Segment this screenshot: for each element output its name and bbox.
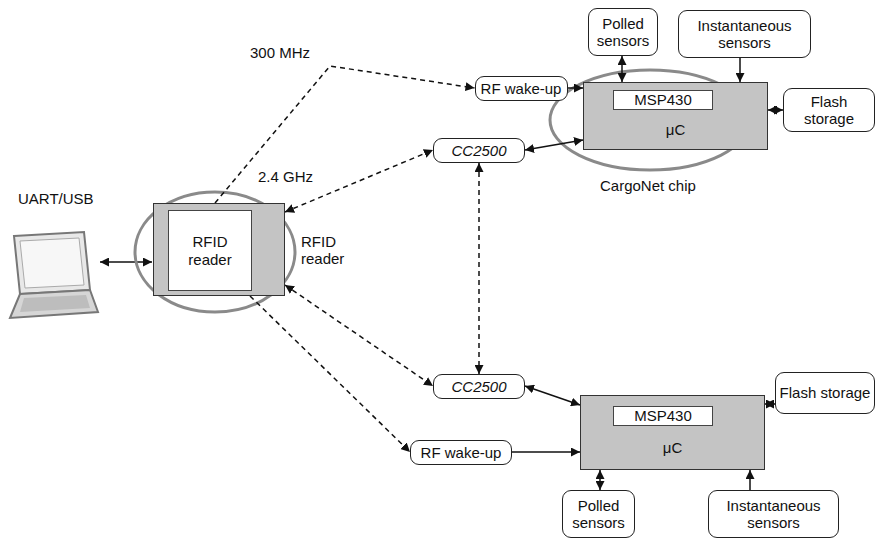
box-text: Flash storage bbox=[780, 384, 871, 401]
wakeup-box: RF wake-up bbox=[475, 76, 568, 101]
box-text: MSP430 bbox=[634, 91, 692, 108]
laptop-icon bbox=[10, 232, 98, 318]
usb-link bbox=[100, 261, 152, 263]
sensor-box: Polled sensors bbox=[562, 490, 635, 538]
wired-link bbox=[765, 403, 775, 405]
wired-link bbox=[599, 470, 601, 490]
microcontroller-box: μC MSP430 bbox=[583, 82, 768, 150]
wireless-link bbox=[285, 285, 433, 386]
wired-link bbox=[525, 140, 583, 150]
box-text: RF wake-up bbox=[421, 444, 502, 461]
wireless-link bbox=[250, 296, 410, 452]
wired-link bbox=[768, 109, 783, 111]
box-text: Flash storage bbox=[784, 93, 874, 128]
sensor-box: Instantaneous sensors bbox=[708, 490, 839, 538]
radio-box: CC2500 bbox=[433, 138, 525, 163]
reader-panel: RFID reader bbox=[168, 210, 252, 291]
chip-name-label: CargoNet chip bbox=[598, 177, 698, 194]
box-text: MSP430 bbox=[634, 407, 692, 424]
box-text: μC bbox=[663, 439, 682, 456]
wireless-link bbox=[215, 66, 475, 203]
box-text: Polled sensors bbox=[563, 497, 634, 532]
frequency-label: 2.4 GHz bbox=[256, 168, 315, 185]
storage-box: Flash storage bbox=[775, 372, 875, 414]
box-text: RFID reader bbox=[169, 233, 251, 268]
chip-label-box: MSP430 bbox=[613, 406, 713, 426]
wired-link bbox=[749, 470, 751, 490]
wired-link bbox=[525, 386, 580, 405]
radio-box: CC2500 bbox=[433, 374, 525, 399]
sensor-box: Instantaneous sensors bbox=[678, 10, 811, 58]
box-text: μC bbox=[666, 121, 685, 138]
reader-highlight bbox=[135, 192, 295, 312]
box-text: Polled sensors bbox=[589, 15, 657, 50]
storage-box: Flash storage bbox=[783, 88, 875, 132]
box-text: Instantaneous sensors bbox=[679, 17, 810, 52]
wired-link bbox=[739, 58, 741, 82]
reader-device: RFID readerRFID reader bbox=[153, 203, 285, 296]
wired-link bbox=[512, 451, 580, 453]
sensor-box: Polled sensors bbox=[588, 8, 658, 56]
wired-link bbox=[568, 87, 584, 89]
wakeup-box: RF wake-up bbox=[410, 440, 512, 465]
interface-label: UART/USB bbox=[16, 190, 96, 207]
box-text: CC2500 bbox=[451, 378, 506, 395]
microcontroller-box: μC MSP430 bbox=[580, 395, 765, 470]
wired-link bbox=[621, 56, 623, 82]
box-text: Instantaneous sensors bbox=[709, 497, 838, 532]
box-text: RF wake-up bbox=[481, 80, 562, 97]
box-text: CC2500 bbox=[451, 142, 506, 159]
frequency-label: 300 MHz bbox=[248, 44, 312, 61]
wireless-link bbox=[478, 163, 480, 374]
chip-label-box: MSP430 bbox=[613, 90, 713, 110]
device-heading: RFID reader bbox=[301, 232, 353, 267]
